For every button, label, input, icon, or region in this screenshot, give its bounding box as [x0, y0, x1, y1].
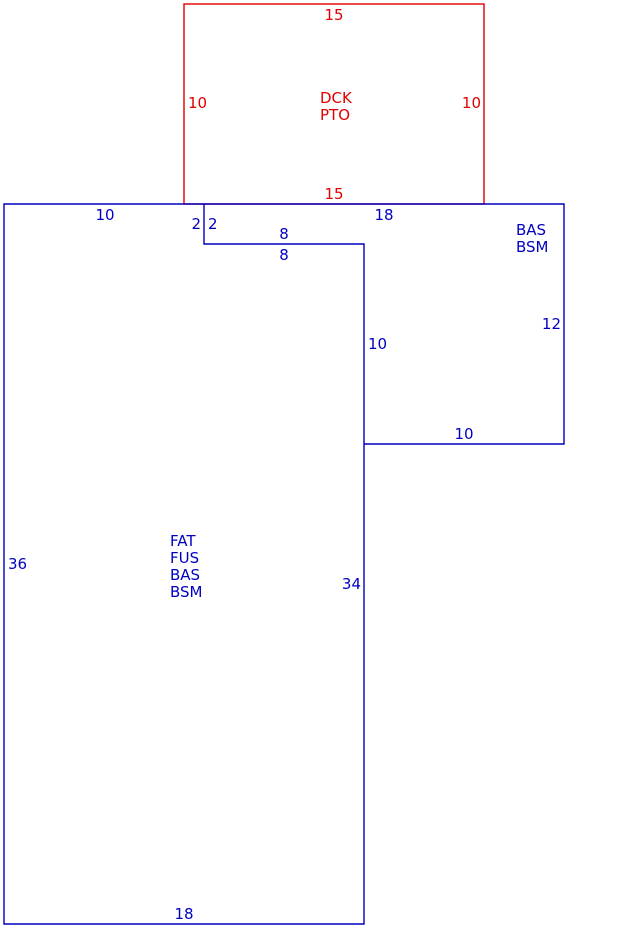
- main-area-label-3: BAS: [170, 566, 200, 584]
- deck-area-label-2: PTO: [320, 106, 350, 124]
- deck-area-label-1: DCK: [320, 89, 353, 107]
- wing-outline: [204, 203, 565, 445]
- main-inner-top-upper-dimension: 8: [279, 225, 289, 243]
- deck-right-dimension: 10: [462, 94, 481, 112]
- deck-bottom-dimension: 15: [324, 185, 343, 203]
- main-area-label-2: FUS: [170, 549, 199, 567]
- wing-left-dimension: 10: [368, 335, 387, 353]
- main-top-left-dimension: 10: [95, 206, 114, 224]
- main-notch-left-dimension: 2: [191, 215, 201, 233]
- main-area-label-4: BSM: [170, 583, 203, 601]
- wing-right-dimension: 12: [542, 315, 561, 333]
- wing-top-dimension: 18: [374, 206, 393, 224]
- main-left-dimension: 36: [8, 555, 27, 573]
- deck-left-dimension: 10: [188, 94, 207, 112]
- main-notch-right-dimension: 2: [208, 215, 218, 233]
- deck-top-dimension: 15: [324, 6, 343, 24]
- wing-area-label-1: BAS: [516, 221, 546, 239]
- wing-bottom-dimension: 10: [454, 425, 473, 443]
- main-bottom-dimension: 18: [174, 905, 193, 923]
- main-right-lower-dimension: 34: [342, 575, 361, 593]
- main-area-label-1: FAT: [170, 532, 196, 550]
- main-inner-top-lower-dimension: 8: [279, 246, 289, 264]
- wing-area-label-2: BSM: [516, 238, 549, 256]
